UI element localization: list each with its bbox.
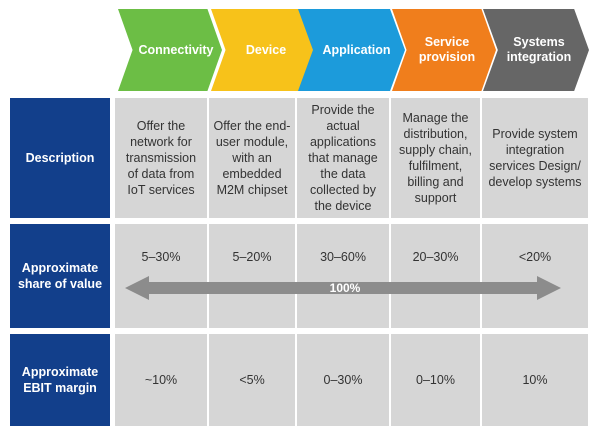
cell-text: 5–30%	[141, 250, 181, 264]
cell-text: Provide the actual applications that man…	[308, 103, 378, 213]
cell-text: 5–20%	[232, 250, 272, 264]
ebit-cell: 0–10%	[391, 334, 480, 426]
stage-connectivity: Connectivity	[118, 9, 222, 91]
share-cell: 5–20%	[209, 224, 295, 328]
arrow-label: 100%	[329, 281, 361, 295]
cell-text: 20–30%	[412, 250, 459, 264]
stage-label: Systems integration	[506, 35, 572, 64]
cell-text: 0–30%	[323, 373, 363, 387]
share-cell: <20%	[482, 224, 588, 328]
ebit-cell: 10%	[482, 334, 588, 426]
row-header-share-of-value: Approximate share of value	[10, 224, 110, 328]
cell-text: <20%	[518, 250, 552, 264]
cell-text: Offer the network for transmission of da…	[125, 119, 197, 197]
cell-text: ~10%	[144, 373, 178, 387]
ebit-cell: 0–30%	[297, 334, 389, 426]
ebit-cell: <5%	[209, 334, 295, 426]
cell-text: Offer the end-user module, with an embed…	[213, 119, 291, 197]
row-header-label: Approximate EBIT margin	[21, 365, 99, 395]
ebit-cell: ~10%	[115, 334, 207, 426]
stage-application: Application	[298, 9, 405, 91]
stage-systems-integration: Systems integration	[483, 9, 589, 91]
row-header-description: Description	[10, 98, 110, 218]
double-arrow-icon	[125, 276, 561, 300]
description-cell: Provide system integration services Desi…	[482, 98, 588, 218]
stage-device: Device	[211, 9, 315, 91]
share-cell: 20–30%	[391, 224, 480, 328]
row-header-label: Approximate share of value	[17, 261, 103, 291]
stage-service-provision: Service provision	[392, 9, 496, 91]
stage-label: Connectivity	[138, 42, 214, 57]
description-cell: Provide the actual applications that man…	[297, 98, 389, 218]
share-cell: 30–60%	[297, 224, 389, 328]
share-cell: 5–30%	[115, 224, 207, 328]
description-cell: Offer the end-user module, with an embed…	[209, 98, 295, 218]
cell-text: 30–60%	[320, 250, 366, 264]
row-header-ebit-margin: Approximate EBIT margin	[10, 334, 110, 426]
stage-label: Service provision	[418, 35, 476, 64]
row-header-label: Description	[25, 151, 95, 165]
cell-text: <5%	[239, 373, 265, 387]
cell-text: Manage the distribution, supply chain, f…	[399, 111, 472, 205]
stage-label: Device	[245, 42, 287, 57]
cell-text: Provide system integration services Desi…	[488, 127, 582, 189]
description-cell: Offer the network for transmission of da…	[115, 98, 207, 218]
stage-label: Application	[322, 42, 391, 57]
description-cell: Manage the distribution, supply chain, f…	[391, 98, 480, 218]
cell-text: 0–10%	[416, 373, 455, 387]
cell-text: 10%	[522, 373, 548, 387]
